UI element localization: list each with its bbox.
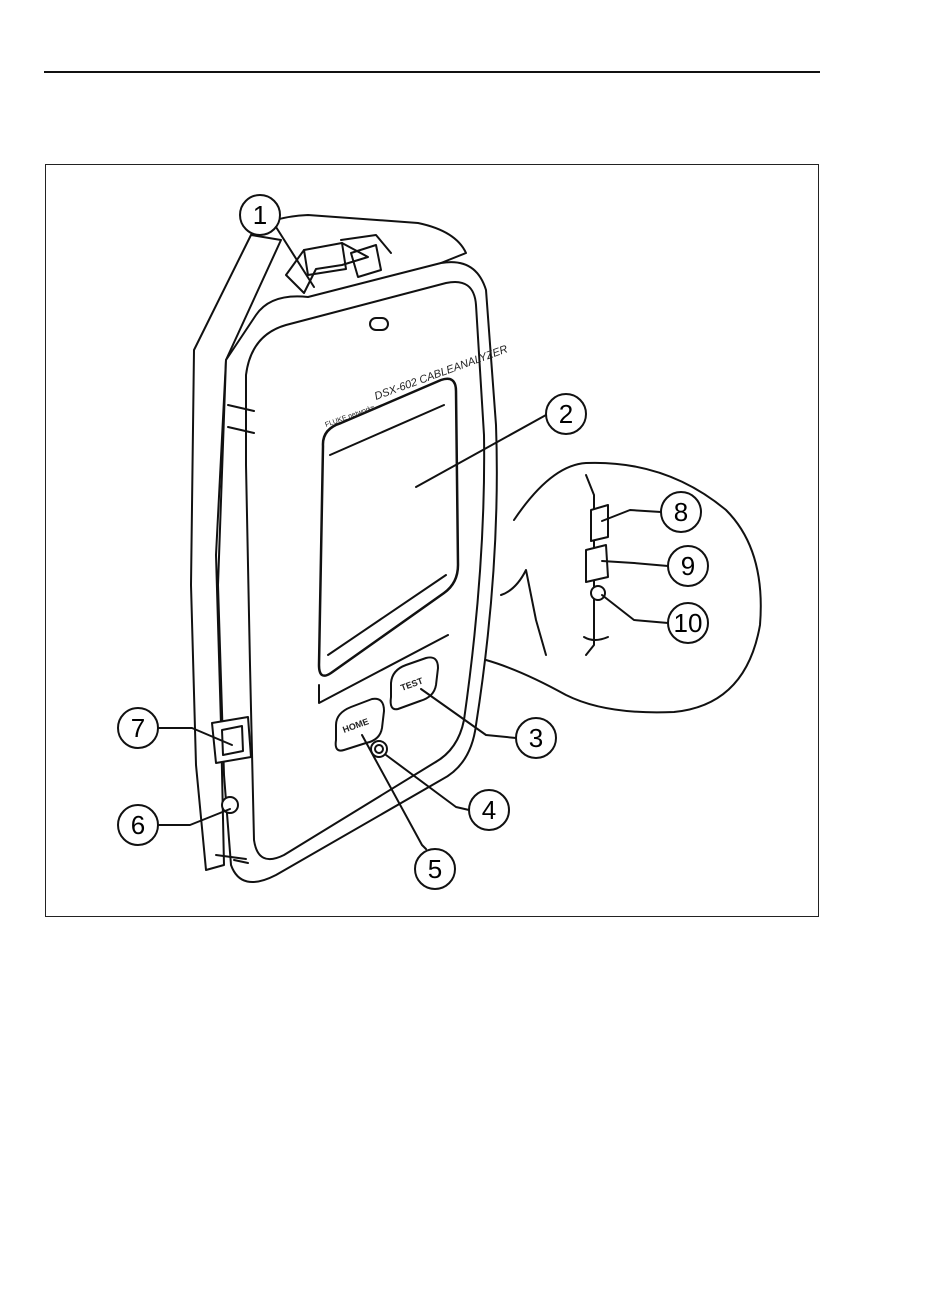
callout-3: 3	[529, 723, 543, 753]
callout-10: 10	[674, 608, 703, 638]
callout-2: 2	[559, 399, 573, 429]
callout-7: 7	[131, 713, 145, 743]
header-rule	[44, 71, 820, 73]
figure-frame: DSX-602 CABLEANALYZER FLUKE networks TES…	[45, 164, 819, 917]
callout-9: 9	[681, 551, 695, 581]
device-illustration: DSX-602 CABLEANALYZER FLUKE networks TES…	[46, 165, 820, 918]
callout-1: 1	[253, 200, 267, 230]
callout-8: 8	[674, 497, 688, 527]
callout-6: 6	[131, 810, 145, 840]
callout-4: 4	[482, 795, 496, 825]
callout-5: 5	[428, 854, 442, 884]
